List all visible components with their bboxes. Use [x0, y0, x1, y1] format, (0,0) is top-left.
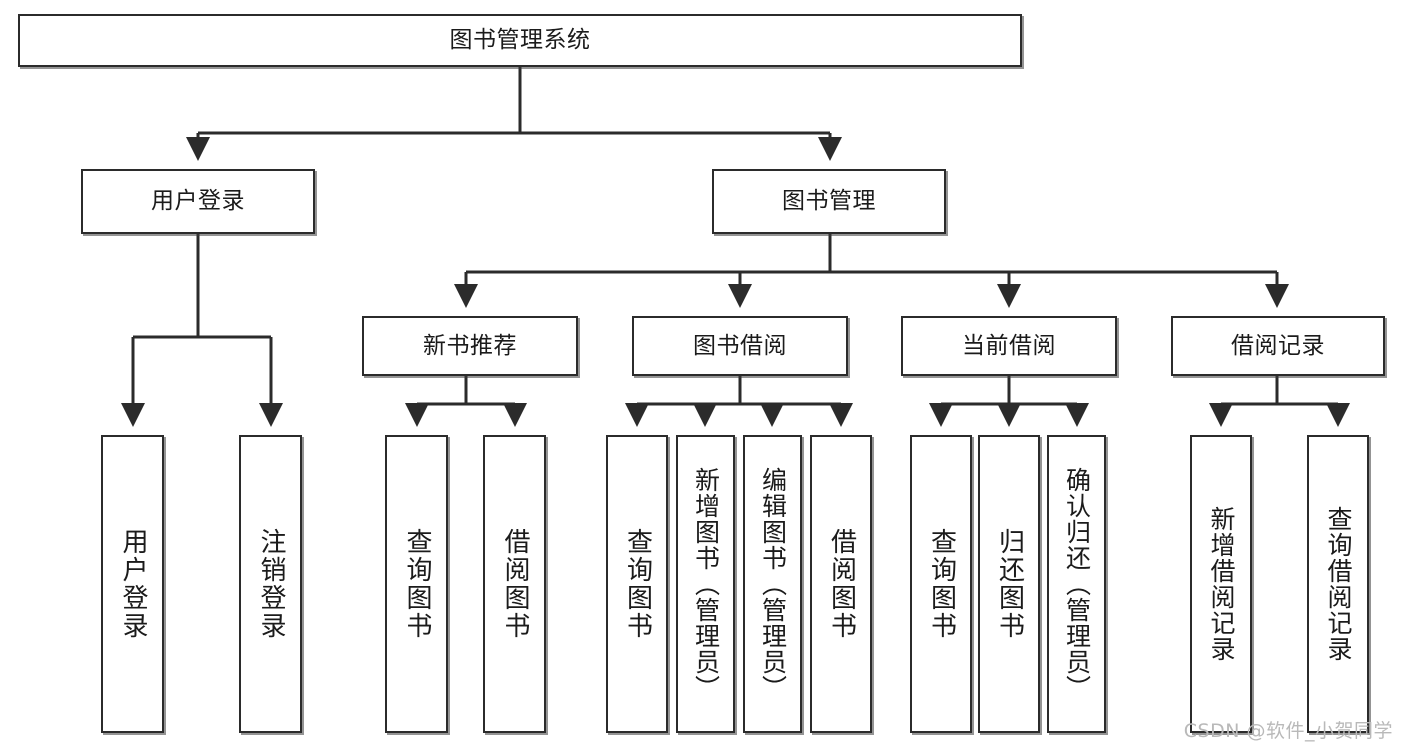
leaf-query-book-currentborrow[interactable]: 查询图书 [910, 435, 972, 733]
node-book-management-system[interactable]: 图书管理系统 [18, 14, 1022, 67]
node-label: 图书借阅 [693, 332, 787, 359]
leaf-add-borrow-record[interactable]: 新增借阅记录 [1190, 435, 1252, 733]
leaf-confirm-return-admin[interactable]: 确认归还（管理员） [1047, 435, 1106, 733]
leaf-query-book-bookborrow[interactable]: 查询图书 [606, 435, 668, 733]
leaf-user-login[interactable]: 用户登录 [101, 435, 164, 733]
node-label: 新书推荐 [423, 332, 517, 359]
node-borrow-record[interactable]: 借阅记录 [1171, 316, 1385, 376]
node-user-login[interactable]: 用户登录 [81, 169, 315, 234]
node-label: 借阅图书 [500, 528, 531, 640]
node-label: 借阅图书 [826, 528, 857, 640]
node-label: 查询借阅记录 [1324, 506, 1353, 662]
node-book-management[interactable]: 图书管理 [712, 169, 946, 234]
node-label: 用户登录 [118, 528, 149, 640]
node-label: 查询图书 [622, 528, 653, 640]
leaf-borrow-book-newbook[interactable]: 借阅图书 [483, 435, 546, 733]
node-label: 借阅记录 [1231, 332, 1325, 359]
node-book-borrow[interactable]: 图书借阅 [632, 316, 848, 376]
node-label: 新增借阅记录 [1207, 506, 1236, 662]
node-label: 确认归还（管理员） [1062, 467, 1092, 701]
node-label: 查询图书 [926, 528, 957, 640]
leaf-query-book-newbook[interactable]: 查询图书 [385, 435, 448, 733]
watermark: CSDN @软件_小贺同学 [1183, 720, 1393, 742]
node-label: 图书管理 [782, 188, 876, 215]
node-label: 当前借阅 [962, 332, 1056, 359]
leaf-return-book[interactable]: 归还图书 [978, 435, 1040, 733]
node-label: 归还图书 [994, 528, 1025, 640]
node-label: 新增图书（管理员） [691, 467, 721, 701]
node-label: 查询图书 [402, 528, 433, 640]
node-label: 用户登录 [151, 188, 245, 215]
node-label: 图书管理系统 [449, 27, 591, 54]
leaf-add-book-admin[interactable]: 新增图书（管理员） [676, 435, 735, 733]
node-label: 编辑图书（管理员） [758, 467, 788, 701]
leaf-logout[interactable]: 注销登录 [239, 435, 302, 733]
leaf-query-borrow-record[interactable]: 查询借阅记录 [1307, 435, 1369, 733]
node-current-borrow[interactable]: 当前借阅 [901, 316, 1117, 376]
node-new-book-recommendation[interactable]: 新书推荐 [362, 316, 578, 376]
node-label: 注销登录 [256, 528, 287, 640]
leaf-edit-book-admin[interactable]: 编辑图书（管理员） [743, 435, 802, 733]
leaf-borrow-book-bookborrow[interactable]: 借阅图书 [810, 435, 872, 733]
